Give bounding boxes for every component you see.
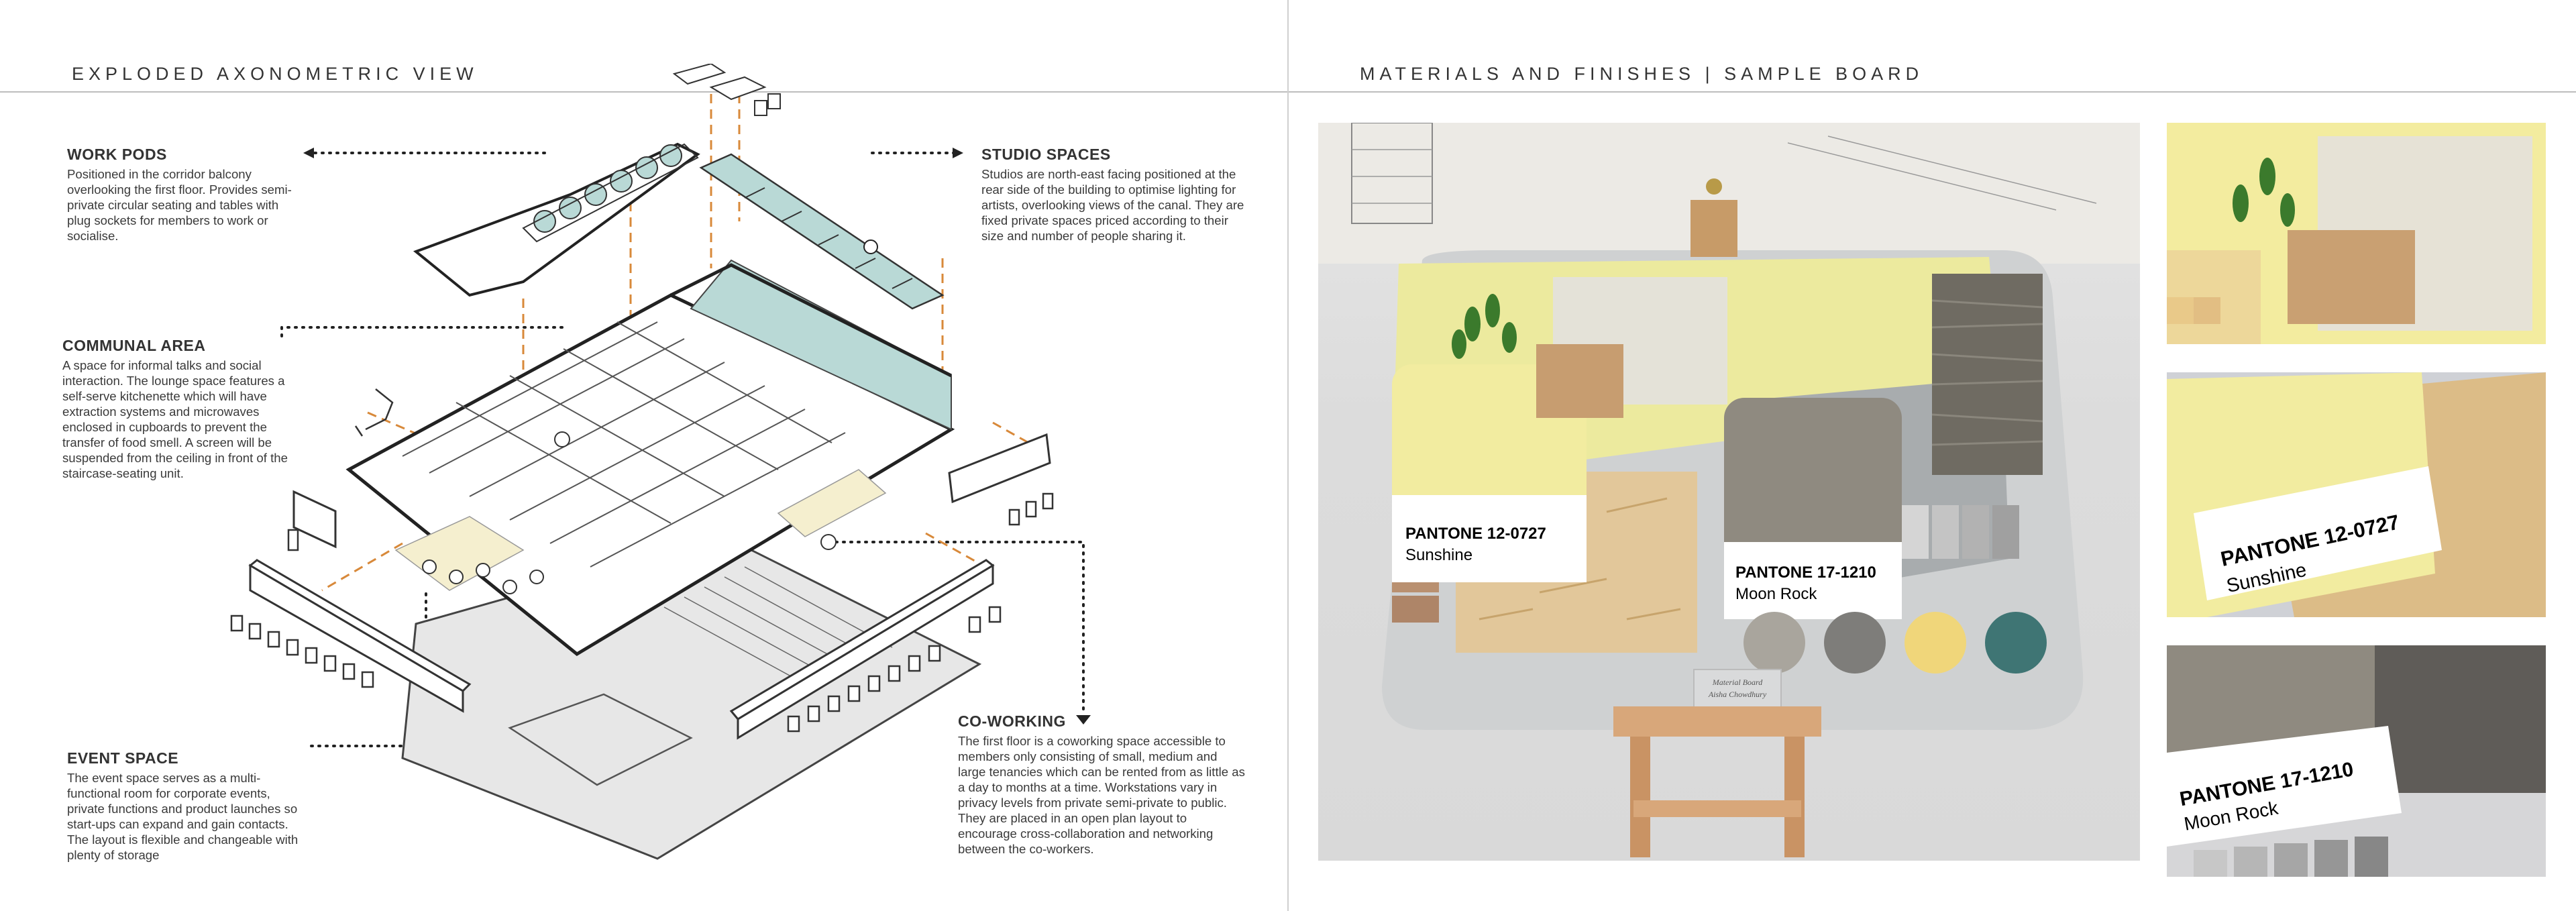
sample-detail-photo-sunshine: PANTONE 12-0727 Sunshine — [2167, 372, 2546, 617]
first-floor-plate — [345, 259, 955, 657]
sample-detail-photo-moon-rock: PANTONE 17-1210 Moon Rock — [2167, 645, 2546, 877]
right-page-title: MATERIALS AND FINISHES | SAMPLE BOARD — [1360, 64, 1924, 84]
work-pods-level — [413, 142, 700, 297]
annotation-co-working: CO-WORKING The first floor is a coworkin… — [958, 712, 1246, 857]
sample-detail-illustration-1 — [2167, 123, 2546, 344]
annotation-heading: EVENT SPACE — [67, 749, 179, 767]
plaque-line-2: Aisha Chowdhury — [1708, 690, 1767, 699]
facade-elements — [248, 433, 1051, 740]
annotation-heading: STUDIO SPACES — [981, 146, 1111, 163]
leader-arrowheads — [303, 148, 1091, 725]
left-page-title: EXPLODED AXONOMETRIC VIEW — [72, 64, 478, 84]
annotation-heading: WORK PODS — [67, 146, 167, 163]
swatch-sunshine-code: PANTONE 12-0727 — [1405, 525, 1546, 543]
window-units — [230, 492, 1054, 733]
sample-detail-photo-1 — [2167, 123, 2546, 344]
swatch-sunshine-name: Sunshine — [1405, 546, 1472, 564]
sample-detail-illustration-2: PANTONE 12-0727 Sunshine — [2167, 372, 2546, 617]
right-header-rule — [1289, 91, 2576, 93]
sample-board-illustration: PANTONE 12-0727 Sunshine PANTONE 17-1210… — [1318, 123, 2140, 857]
annotation-heading: COMMUNAL AREA — [62, 337, 206, 354]
annotation-text: The event space serves as a multi-functi… — [67, 771, 299, 862]
swatch-moon-rock-code: PANTONE 17-1210 — [1735, 564, 1876, 582]
annotation-text: A space for informal talks and social in… — [62, 358, 288, 480]
annotation-text: The first floor is a coworking space acc… — [958, 734, 1245, 856]
roof-plant — [672, 64, 781, 116]
sample-detail-illustration-3: PANTONE 17-1210 Moon Rock — [2167, 645, 2546, 877]
plaque-line-1: Material Board — [1712, 678, 1764, 687]
annotation-text: Positioned in the corridor balcony overl… — [67, 167, 292, 243]
annotation-communal-area: COMMUNAL AREA A space for informal talks… — [62, 337, 301, 481]
swatch-moon-rock-name: Moon Rock — [1735, 585, 1817, 603]
left-header-rule — [0, 91, 1287, 93]
staircase — [354, 388, 394, 437]
sample-board-photo: PANTONE 12-0727 Sunshine PANTONE 17-1210… — [1318, 123, 2140, 861]
spread-divider — [1287, 0, 1289, 911]
exploded-axonometric-drawing — [230, 64, 1091, 860]
annotation-heading: CO-WORKING — [958, 712, 1066, 730]
annotation-event-space: EVENT SPACE The event space serves as a … — [67, 749, 302, 863]
annotation-studio-spaces: STUDIO SPACES Studios are north-east fac… — [981, 146, 1253, 244]
studio-spaces-strip — [699, 153, 945, 310]
annotation-work-pods: WORK PODS Positioned in the corridor bal… — [67, 146, 302, 244]
annotation-text: Studios are north-east facing positioned… — [981, 167, 1244, 243]
